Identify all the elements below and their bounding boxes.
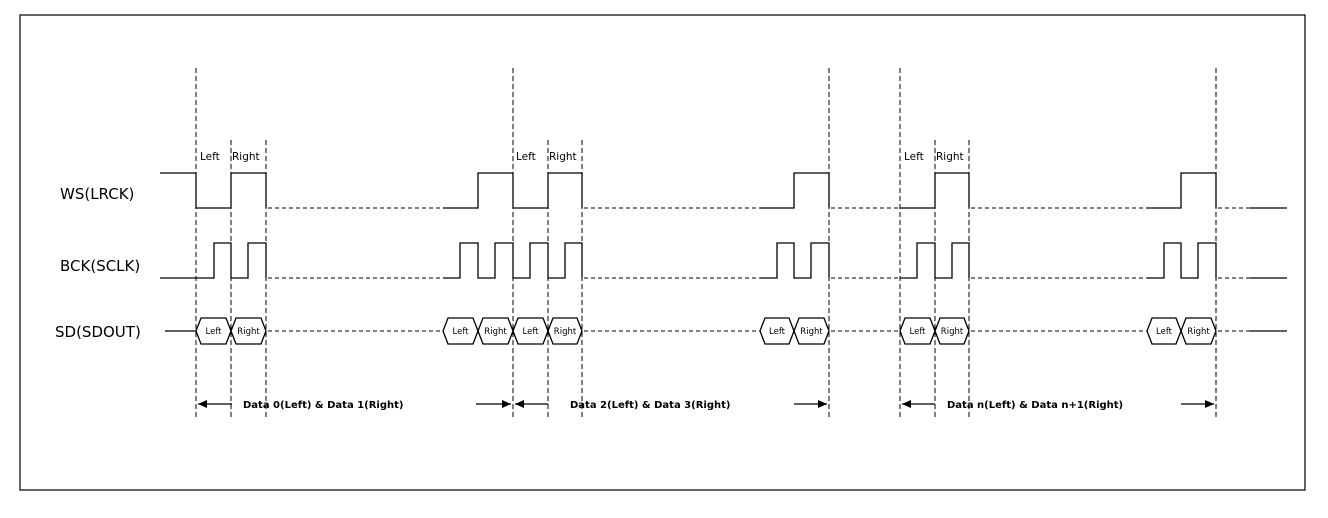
sd-waveform: Left Right Left Right Left Right Left Ri… xyxy=(165,317,1287,345)
sd-cell xyxy=(934,317,970,345)
sd-cell-label: Left xyxy=(523,327,540,337)
slot-labels: Left Right Left Right Left Right xyxy=(200,151,964,163)
slot-label-right: Right xyxy=(549,151,577,163)
sd-cell xyxy=(547,317,583,345)
data-group-3: Data n(Left) & Data n+1(Right) xyxy=(902,400,1214,411)
data-group-2: Data 2(Left) & Data 3(Right) xyxy=(515,400,827,411)
sd-cell-label: Right xyxy=(800,327,823,337)
sd-cell-label: Right xyxy=(941,327,964,337)
data-group-caption: Data n(Left) & Data n+1(Right) xyxy=(947,400,1123,411)
arrow-left-icon xyxy=(902,400,911,408)
slot-label-left: Left xyxy=(200,151,220,163)
guide-lines xyxy=(195,68,1217,418)
sd-cell xyxy=(230,317,267,345)
bck-label: BCK(SCLK) xyxy=(60,257,140,275)
sd-cell-label: Right xyxy=(484,327,507,337)
sd-label: SD(SDOUT) xyxy=(55,323,141,341)
arrow-left-icon xyxy=(198,400,207,408)
data-group-caption: Data 2(Left) & Data 3(Right) xyxy=(570,400,730,411)
arrow-right-icon xyxy=(818,400,827,408)
sd-cell-label: Right xyxy=(237,327,260,337)
slot-label-right: Right xyxy=(232,151,260,163)
sd-cell-label: Right xyxy=(554,327,577,337)
slot-label-right: Right xyxy=(936,151,964,163)
data-group-1: Data 0(Left) & Data 1(Right) xyxy=(198,400,511,411)
sd-cell-label: Left xyxy=(769,327,786,337)
sd-cell xyxy=(1180,317,1217,345)
sd-cell-label: Left xyxy=(1156,327,1173,337)
bck-waveform xyxy=(160,242,1287,279)
diagram-frame xyxy=(19,14,1306,491)
ws-label: WS(LRCK) xyxy=(60,185,134,203)
arrow-left-icon xyxy=(515,400,524,408)
sd-cell-label: Left xyxy=(206,327,223,337)
slot-label-left: Left xyxy=(516,151,536,163)
data-group-caption: Data 0(Left) & Data 1(Right) xyxy=(243,400,403,411)
slot-label-left: Left xyxy=(904,151,924,163)
arrow-right-icon xyxy=(1205,400,1214,408)
arrow-right-icon xyxy=(502,400,511,408)
sd-cell-label: Right xyxy=(1187,327,1210,337)
sd-cell-label: Left xyxy=(453,327,470,337)
sd-cell-label: Left xyxy=(910,327,927,337)
sd-cell xyxy=(793,317,830,345)
ws-waveform xyxy=(160,172,1287,209)
